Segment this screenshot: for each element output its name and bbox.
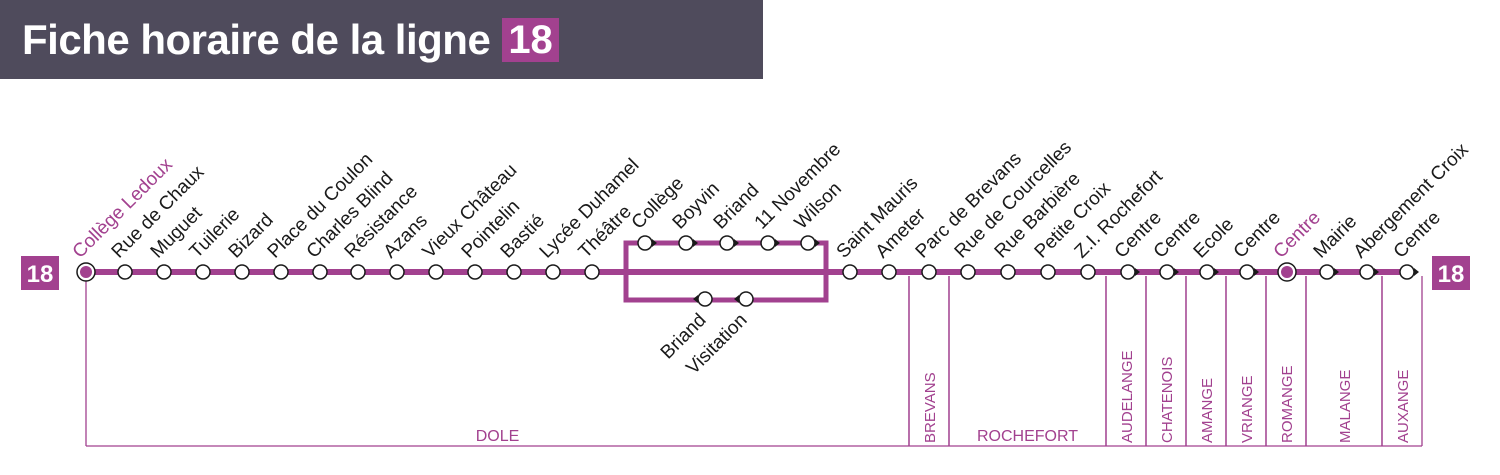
line-badge-end: 18 [1432, 256, 1470, 290]
stop-dot [960, 264, 976, 280]
direction-arrow-icon [1254, 268, 1259, 276]
direction-arrow-icon [734, 239, 739, 247]
stop-dot [273, 264, 289, 280]
stop-dot [545, 264, 561, 280]
terminus-dot [1281, 266, 1293, 278]
commune-label: DOLE [476, 428, 520, 445]
commune-label: AUDELANGE [1119, 350, 1136, 443]
stop-dot [1239, 264, 1255, 280]
commune-label: CHATENOIS [1159, 357, 1176, 443]
direction-arrow-icon [1374, 268, 1379, 276]
commune-label: AUXANGE [1395, 370, 1412, 443]
stop-dot [389, 264, 405, 280]
page-header: Fiche horaire de la ligne 18 [0, 0, 763, 79]
stop-dot [1319, 264, 1335, 280]
direction-arrow-icon [1174, 268, 1179, 276]
stop-dot [921, 264, 937, 280]
stop-dot [195, 264, 211, 280]
stop-dot [697, 291, 713, 307]
stop-dot [719, 235, 735, 251]
direction-arrow-icon [815, 239, 820, 247]
commune-label: ROCHEFORT [977, 428, 1078, 445]
direction-arrow-left-icon [693, 295, 698, 303]
commune-zone-auxange: AUXANGE [1381, 276, 1423, 447]
line-badge-start-label: 18 [27, 261, 54, 288]
page-title: Fiche horaire de la ligne [22, 15, 491, 63]
stop-dot [1359, 264, 1375, 280]
direction-arrow-icon [775, 239, 780, 247]
stop-dot [312, 264, 328, 280]
stop-dot [467, 264, 483, 280]
commune-zone-malange: MALANGE [1305, 276, 1383, 447]
commune-label: AMANGE [1199, 378, 1216, 443]
stop-dot [1040, 264, 1056, 280]
direction-arrow-icon [1414, 268, 1419, 276]
line-number-badge: 18 [502, 17, 559, 62]
stop-dot [1080, 264, 1096, 280]
commune-label: VRIANGE [1239, 375, 1256, 443]
stop-dot [506, 264, 522, 280]
stop-dot [1120, 264, 1136, 280]
stop-dot [678, 235, 694, 251]
stop-dot [760, 235, 776, 251]
direction-arrow-icon [693, 239, 698, 247]
commune-zones: DOLE BREVANS ROCHEFORT AUDELANGE CHATENOIS AM… [85, 276, 1423, 447]
stop-dot [1000, 264, 1016, 280]
commune-zone-rochefort: ROCHEFORT [948, 276, 1107, 447]
commune-label: ROMANGE [1279, 365, 1296, 443]
line-badge-start: 18 [21, 256, 59, 290]
direction-arrow-left-icon [734, 295, 739, 303]
stop-dot [1199, 264, 1215, 280]
stop-dot [800, 235, 816, 251]
stop-dot [117, 264, 133, 280]
commune-zone-brevans: BREVANS [908, 276, 950, 447]
commune-zone-audelange: AUDELANGE [1105, 276, 1147, 447]
stop-dot [428, 264, 444, 280]
direction-arrow-icon [1214, 268, 1219, 276]
stop-dot [738, 291, 754, 307]
stop-dot [156, 264, 172, 280]
stop-dot [881, 264, 897, 280]
stop-dot [637, 235, 653, 251]
direction-arrow-icon [652, 239, 657, 247]
stop-dot [584, 264, 600, 280]
commune-zone-amange: AMANGE [1185, 276, 1227, 447]
line-badge-end-label: 18 [1438, 261, 1465, 288]
commune-label: BREVANS [922, 372, 939, 443]
stop-dot [1399, 264, 1415, 280]
direction-arrow-icon [1135, 268, 1140, 276]
commune-zone-romange: ROMANGE [1265, 276, 1307, 447]
stop-dot [842, 264, 858, 280]
stop-dot [234, 264, 250, 280]
terminus-dot [80, 266, 92, 278]
stop-dot [1159, 264, 1175, 280]
commune-zone-chatenois: CHATENOIS [1145, 276, 1187, 447]
direction-arrow-icon [1334, 268, 1339, 276]
stop-dot [350, 264, 366, 280]
commune-label: MALANGE [1337, 370, 1354, 443]
commune-zone-vriange: VRIANGE [1225, 276, 1267, 447]
